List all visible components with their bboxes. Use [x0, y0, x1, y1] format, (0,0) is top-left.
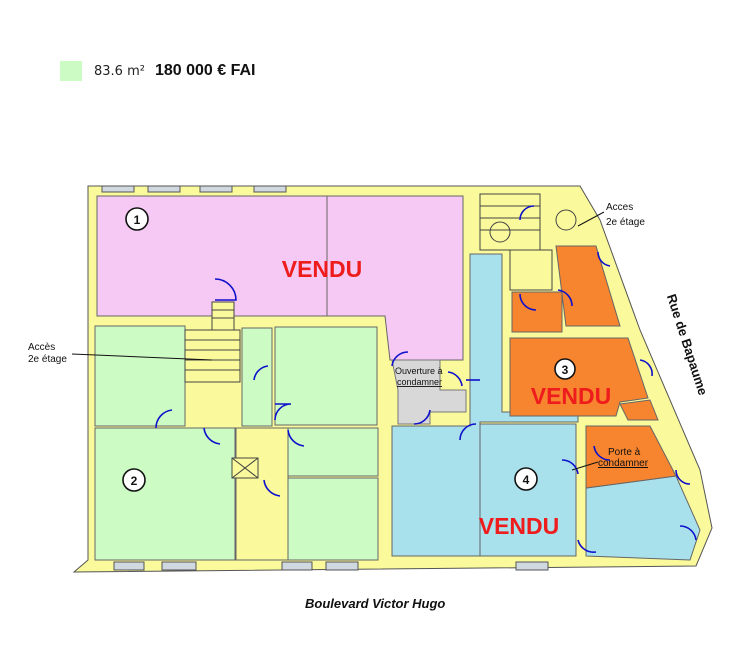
stair-right — [479, 193, 577, 291]
ouverture-line2: condamner — [397, 377, 442, 387]
lot1-number: 1 — [134, 213, 141, 227]
shaft-x2 — [231, 457, 259, 479]
legend: 83.6 m² 180 000 € FAI — [60, 60, 255, 82]
acces-left-line2: 2e étage — [28, 354, 67, 365]
legend-price: 180 000 € FAI — [154, 62, 256, 79]
acces-left-leader — [71, 353, 213, 361]
lot4-number: 4 — [523, 473, 530, 487]
door-swings — [155, 205, 697, 553]
sold-label-lot4: VENDU — [479, 513, 560, 539]
lot2-rooms — [94, 325, 379, 561]
legend-area: 83.6 m² — [94, 63, 145, 79]
lot2-number: 2 — [131, 474, 138, 488]
porte-line1: Porte à — [608, 447, 641, 458]
sold-label-lot1: VENDU — [282, 256, 363, 282]
legend-swatch — [60, 61, 82, 81]
acces-right-leader — [577, 211, 605, 227]
acces-right-line2: 2e étage — [606, 217, 645, 228]
lot-markers — [122, 207, 576, 492]
lot3-number: 3 — [562, 363, 569, 377]
windows — [101, 185, 549, 571]
ouverture-line1: Ouverture à — [395, 366, 443, 376]
porte-line2: condamner — [598, 458, 649, 469]
lot4-rooms — [391, 253, 701, 561]
street-bottom-label: Boulevard Victor Hugo — [305, 596, 446, 611]
street-right-label: Rue de Bapaume — [664, 292, 711, 397]
sold-label-lot3: VENDU — [531, 383, 612, 409]
stair-left — [184, 301, 241, 383]
acces-left-line1: Accès — [28, 342, 55, 353]
corridor — [391, 359, 467, 425]
porte-leader — [571, 461, 599, 471]
acces-right-line1: Acces — [606, 202, 633, 213]
